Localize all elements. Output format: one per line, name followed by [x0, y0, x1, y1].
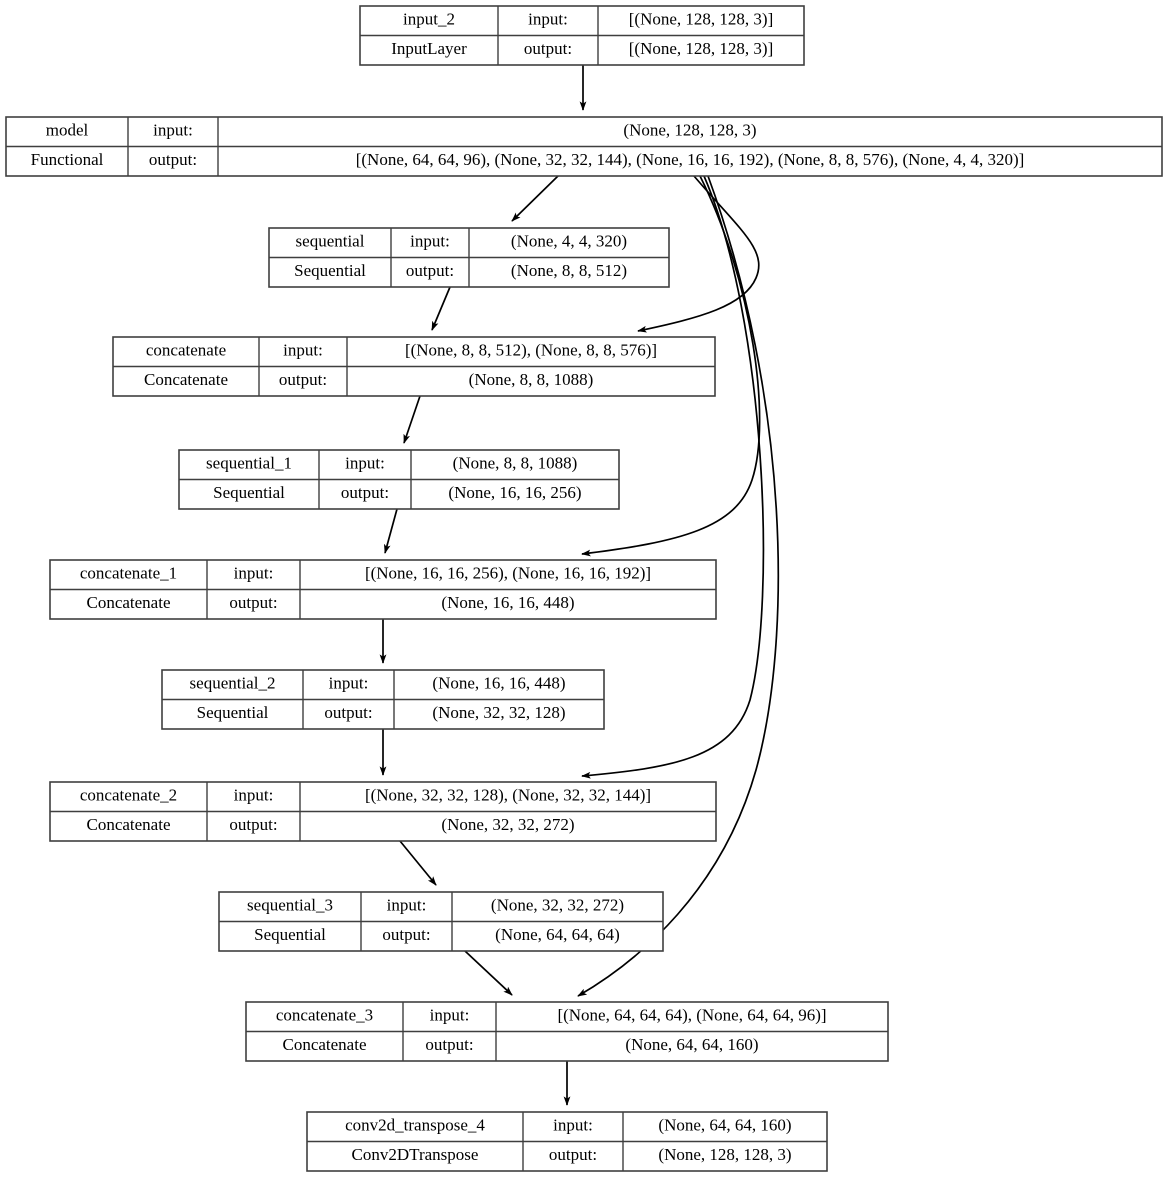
output-shape: (None, 8, 8, 1088)	[469, 370, 594, 389]
edge-model-to-sequential	[511, 175, 559, 222]
output-label: output:	[229, 815, 277, 834]
edge-sequential_3-to-concatenate_3	[464, 950, 513, 996]
edge-concatenate-to-sequential_1	[403, 395, 421, 444]
input-label: input:	[410, 232, 450, 251]
input-shape: (None, 128, 128, 3)	[623, 121, 756, 140]
layer-name: conv2d_transpose_4	[345, 1116, 485, 1135]
output-label: output:	[341, 483, 389, 502]
layer-type: Sequential	[254, 925, 326, 944]
output-shape: (None, 16, 16, 448)	[441, 593, 574, 612]
layer-type: Concatenate	[282, 1035, 366, 1054]
layer-name: input_2	[403, 10, 455, 29]
input-label: input:	[387, 896, 427, 915]
input-shape: (None, 16, 16, 448)	[432, 674, 565, 693]
output-label: output:	[229, 593, 277, 612]
input-shape: (None, 32, 32, 272)	[491, 896, 624, 915]
input-label: input:	[153, 121, 193, 140]
layer-type: Concatenate	[86, 593, 170, 612]
output-shape: (None, 16, 16, 256)	[448, 483, 581, 502]
layer-name: sequential_2	[190, 674, 276, 693]
layer-name: sequential	[296, 232, 365, 251]
output-shape: (None, 64, 64, 160)	[625, 1035, 758, 1054]
edge-model-to-concatenate_1	[581, 175, 761, 557]
edge-concatenate_2-to-sequential_3	[399, 840, 437, 886]
output-label: output:	[549, 1145, 597, 1164]
output-label: output:	[524, 39, 572, 58]
input-shape: [(None, 32, 32, 128), (None, 32, 32, 144…	[365, 786, 651, 805]
input-label: input:	[345, 454, 385, 473]
layer-type: Concatenate	[86, 815, 170, 834]
edge-model-to-concatenate	[637, 175, 760, 333]
edge-sequential_1-to-concatenate_1	[383, 508, 398, 554]
input-label: input:	[283, 341, 323, 360]
layer-name: model	[46, 121, 89, 140]
output-label: output:	[382, 925, 430, 944]
input-shape: [(None, 64, 64, 64), (None, 64, 64, 96)]	[557, 1006, 826, 1025]
output-shape: (None, 32, 32, 128)	[432, 703, 565, 722]
input-shape: [(None, 16, 16, 256), (None, 16, 16, 192…	[365, 564, 651, 583]
layer-name: concatenate_2	[80, 786, 177, 805]
layer-type: Sequential	[294, 261, 366, 280]
output-label: output:	[324, 703, 372, 722]
output-shape: [(None, 128, 128, 3)]	[629, 39, 773, 58]
input-shape: (None, 4, 4, 320)	[511, 232, 627, 251]
input-label: input:	[553, 1116, 593, 1135]
output-label: output:	[149, 150, 197, 169]
edge-model-to-concatenate_2	[581, 175, 765, 779]
input-label: input:	[430, 1006, 470, 1025]
layer-type: Sequential	[197, 703, 269, 722]
input-label: input:	[234, 564, 274, 583]
input-shape: (None, 64, 64, 160)	[658, 1116, 791, 1135]
layer-name: concatenate_3	[276, 1006, 373, 1025]
layer-name: sequential_3	[247, 896, 333, 915]
layer-name: concatenate_1	[80, 564, 177, 583]
output-shape: [(None, 64, 64, 96), (None, 32, 32, 144)…	[356, 150, 1025, 169]
output-shape: (None, 8, 8, 512)	[511, 261, 627, 280]
input-shape: [(None, 128, 128, 3)]	[629, 10, 773, 29]
output-shape: (None, 32, 32, 272)	[441, 815, 574, 834]
input-label: input:	[329, 674, 369, 693]
layer-type: Conv2DTranspose	[352, 1145, 479, 1164]
layer-name: concatenate	[146, 341, 226, 360]
output-label: output:	[425, 1035, 473, 1054]
output-shape: (None, 64, 64, 64)	[495, 925, 620, 944]
edge-sequential-to-concatenate	[431, 286, 451, 331]
output-label: output:	[406, 261, 454, 280]
input-label: input:	[234, 786, 274, 805]
input-shape: [(None, 8, 8, 512), (None, 8, 8, 576)]	[405, 341, 657, 360]
layer-type: Sequential	[213, 483, 285, 502]
input-shape: (None, 8, 8, 1088)	[453, 454, 578, 473]
layer-type: Concatenate	[144, 370, 228, 389]
input-label: input:	[528, 10, 568, 29]
layer-type: Functional	[31, 150, 104, 169]
output-label: output:	[279, 370, 327, 389]
layer-type: InputLayer	[391, 39, 467, 58]
output-shape: (None, 128, 128, 3)	[658, 1145, 791, 1164]
layer-name: sequential_1	[206, 454, 292, 473]
